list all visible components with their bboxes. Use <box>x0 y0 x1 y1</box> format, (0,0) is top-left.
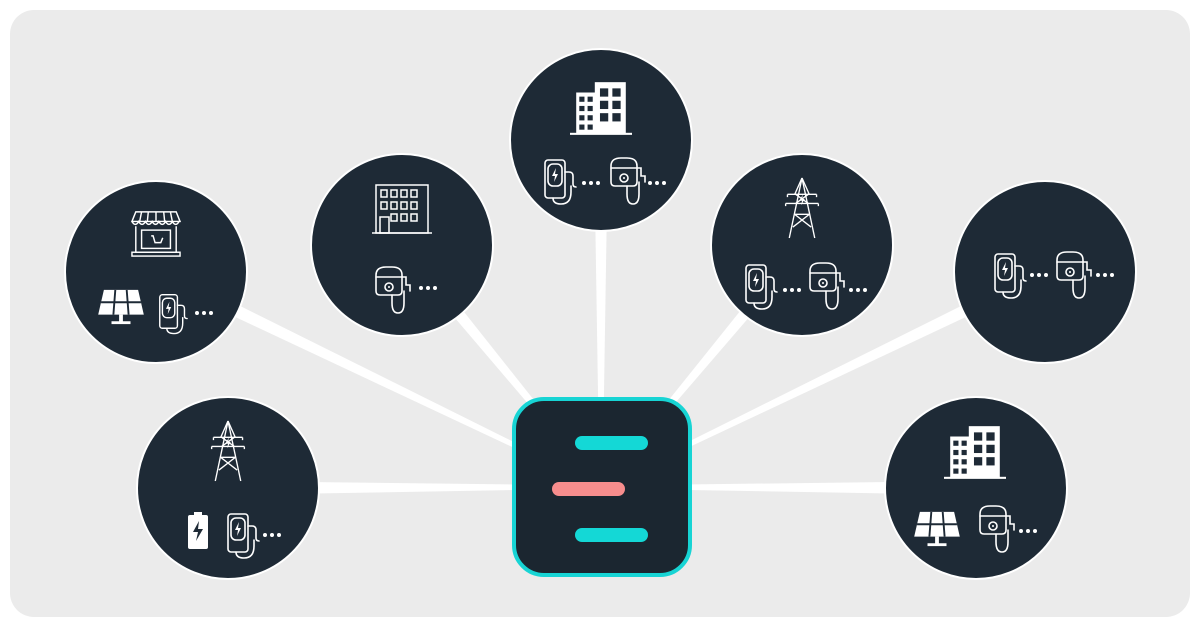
node-office-site[interactable] <box>310 153 494 337</box>
more-dots-icon <box>783 288 801 292</box>
hub-logo[interactable] <box>512 397 692 577</box>
node-high-rise-site[interactable] <box>509 48 693 232</box>
connector-charger-only-site <box>600 265 1049 489</box>
node-circle[interactable] <box>64 180 248 364</box>
site-nodes <box>64 48 1137 580</box>
more-dots-icon <box>263 533 281 537</box>
node-circle[interactable] <box>953 180 1137 364</box>
connector-building-solar-site <box>600 481 977 495</box>
node-circle[interactable] <box>310 153 494 337</box>
connector-retail-site <box>152 265 602 489</box>
battery-icon <box>188 512 208 549</box>
more-dots-icon <box>582 181 600 185</box>
node-grid-battery-site[interactable] <box>136 396 320 580</box>
node-retail-site[interactable] <box>64 180 248 364</box>
node-circle[interactable] <box>136 396 320 580</box>
more-dots-icon <box>419 286 437 290</box>
more-dots-icon <box>1096 273 1114 277</box>
more-dots-icon <box>1030 273 1048 277</box>
node-grid-site[interactable] <box>710 153 894 337</box>
node-circle[interactable] <box>509 48 693 232</box>
more-dots-icon <box>648 181 666 185</box>
node-circle[interactable] <box>884 396 1068 580</box>
node-building-solar-site[interactable] <box>884 396 1068 580</box>
more-dots-icon <box>195 311 213 315</box>
more-dots-icon <box>849 288 867 292</box>
connector-grid-battery-site <box>227 481 602 495</box>
node-charger-only-site[interactable] <box>953 180 1137 364</box>
more-dots-icon <box>1019 529 1037 533</box>
node-circle[interactable] <box>710 153 894 337</box>
